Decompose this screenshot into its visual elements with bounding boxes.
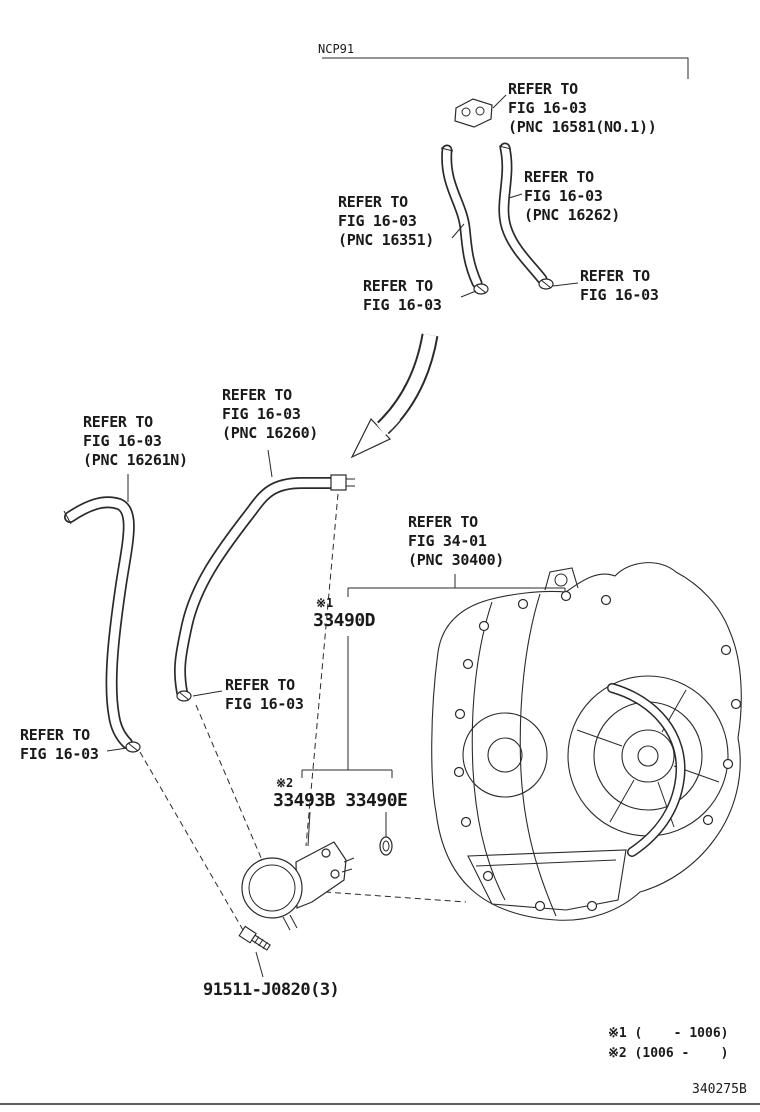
ref-line: REFER TO [580,267,650,285]
ref-line: REFER TO [83,413,153,431]
transaxle-drawing [431,562,742,921]
ref-callout-30400[interactable]: REFER TO FIG 34-01 (PNC 30400) [408,513,504,570]
ref-line: (PNC 16260) [222,424,319,442]
ref-line: FIG 16-03 [222,405,301,423]
part-note-1: ※1 [316,596,334,610]
ref-line: REFER TO [20,726,90,744]
oil-cooler-drawing [241,841,355,931]
ref-line: REFER TO [508,80,578,98]
ref-line: (PNC 16581(NO.1)) [508,118,657,136]
ref-callout-16261n[interactable]: REFER TO FIG 16-03 (PNC 16261N) [83,413,188,470]
ref-callout-clip-left[interactable]: REFER TO FIG 16-03 [20,726,99,764]
ref-line: REFER TO [524,168,594,186]
ref-line: REFER TO [363,277,433,295]
ref-line: (PNC 16351) [338,231,435,249]
clamp-block-icon [454,98,493,128]
part-number-91511[interactable]: 91511-J0820(3) [203,980,340,1000]
ref-line: FIG 16-03 [20,745,99,763]
ref-line: FIG 16-03 [225,695,304,713]
ref-callout-16351[interactable]: REFER TO FIG 16-03 (PNC 16351) [338,193,434,250]
bolt-drawing [238,925,271,978]
ref-line: (PNC 30400) [408,551,505,569]
part-number-33493b-33490e[interactable]: 33493B 33490E [273,790,408,811]
hose-16260-drawing [173,474,355,702]
ref-callout-clip-top-right[interactable]: REFER TO FIG 16-03 [580,267,659,305]
ref-line: FIG 16-03 [580,286,659,304]
ref-line: REFER TO [408,513,478,531]
footnote-2: ※2 (1006 - ) [608,1046,729,1061]
ref-line: REFER TO [338,193,408,211]
ref-callout-16581[interactable]: REFER TO FIG 16-03 (PNC 16581(NO.1)) [508,80,657,137]
ref-line: FIG 16-03 [508,99,587,117]
ref-callout-clip-mid[interactable]: REFER TO FIG 16-03 [225,676,304,714]
ref-line: FIG 16-03 [338,212,417,230]
footnote-1: ※1 ( - 1006) [608,1026,729,1041]
dashed-leaders [139,493,467,931]
part-number-33490d[interactable]: 33490D [313,610,376,631]
drawing-code: 340275B [692,1082,747,1097]
leader-clip-top-left [460,290,477,298]
ref-line: FIG 16-03 [363,296,442,314]
ref-line: REFER TO [225,676,295,694]
ref-callout-16262[interactable]: REFER TO FIG 16-03 (PNC 16262) [524,168,620,225]
ref-line: (PNC 16261N) [83,451,188,469]
ref-callout-clip-top-left[interactable]: REFER TO FIG 16-03 [363,277,442,315]
model-code-label: NCP91 [318,42,355,56]
hose-16261n-drawing [63,496,141,753]
ref-line: FIG 16-03 [524,187,603,205]
ref-line: FIG 16-03 [83,432,162,450]
leader-16351 [451,223,465,239]
leader-clip-top-right [552,282,579,287]
leader-clip-left [106,747,128,752]
flow-arrow [350,333,439,459]
leader-16581 [492,94,507,109]
ref-callout-16260[interactable]: REFER TO FIG 16-03 (PNC 16260) [222,386,318,443]
part-number-bracket-lines [301,574,566,847]
part-note-2: ※2 [276,776,294,790]
ref-line: REFER TO [222,386,292,404]
ref-line: (PNC 16262) [524,206,621,224]
ref-line: FIG 34-01 [408,532,487,550]
gasket-ring-icon [379,836,393,856]
model-bracket-line [322,57,689,79]
leader-clip-mid [192,690,223,697]
top-hoses-drawing [440,142,554,295]
leader-16260 [267,449,273,478]
leader-16262 [508,193,523,199]
